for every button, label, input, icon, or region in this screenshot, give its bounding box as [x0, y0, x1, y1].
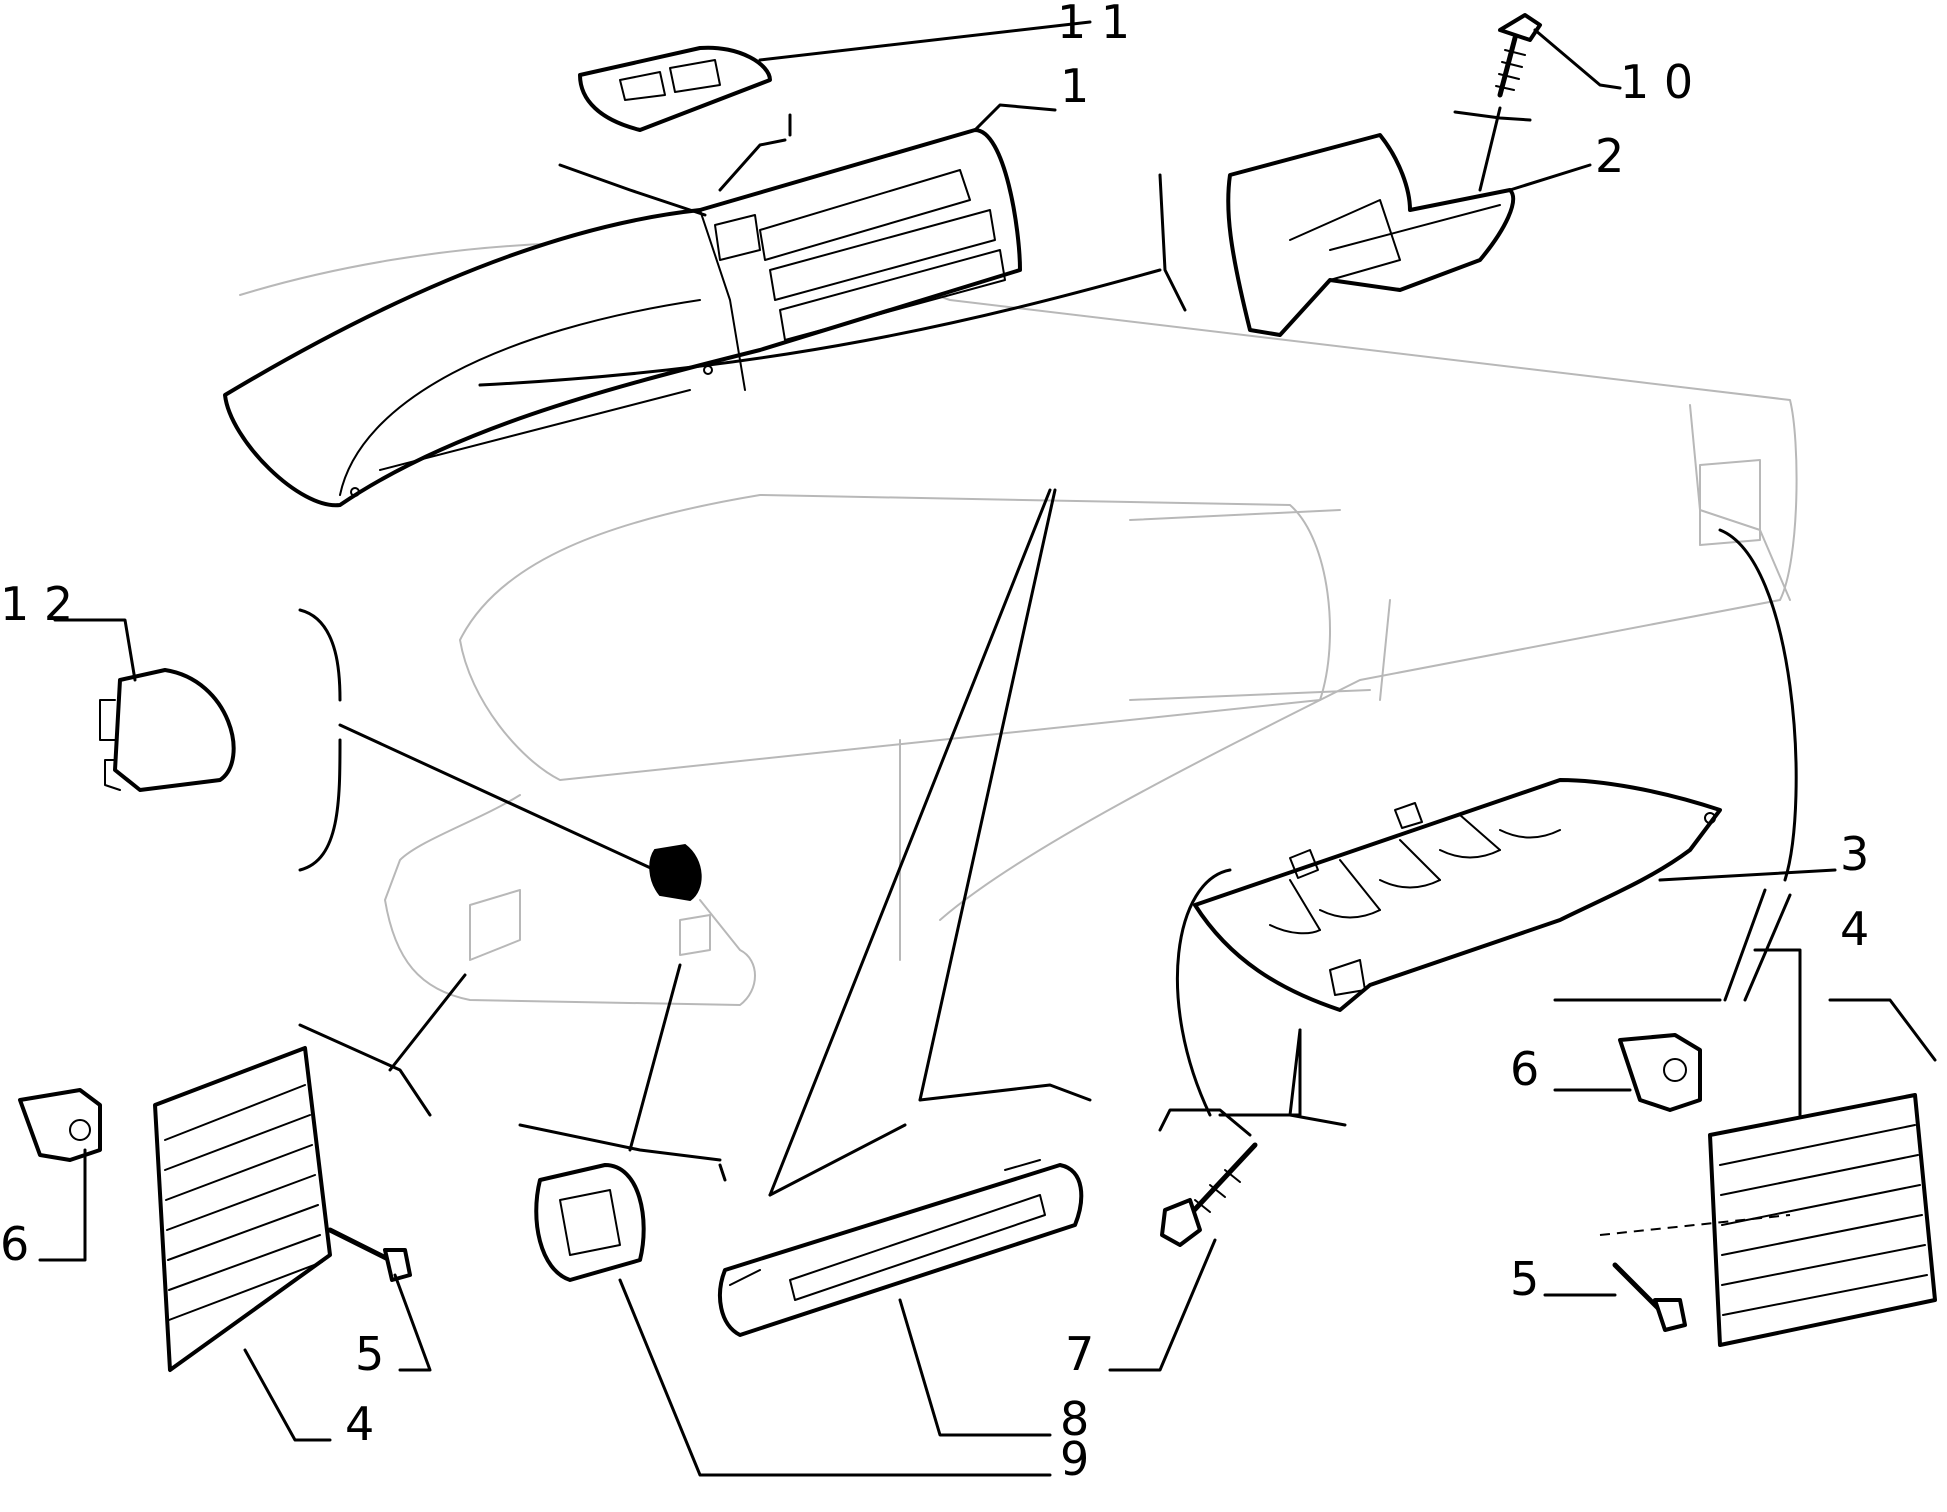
square-cover-part — [534, 1163, 646, 1282]
grille-right-part — [1708, 1093, 1937, 1347]
bracket-part — [1226, 133, 1516, 337]
callout-6-left: 6 — [0, 1217, 29, 1271]
clip-left-part — [18, 1088, 102, 1162]
trim-bezel-part — [578, 45, 772, 132]
switch-cover-part — [99, 668, 236, 792]
callout-3: 3 — [1840, 827, 1869, 881]
screw-self-tapping-part — [1160, 1142, 1258, 1247]
grille-left-part — [153, 1046, 332, 1372]
callout-12: 1 2 — [0, 577, 73, 631]
callout-1: 1 — [1060, 59, 1089, 113]
callout-5-right: 5 — [1510, 1252, 1539, 1306]
vent-strip-part — [718, 1159, 1084, 1337]
callout-4-right: 4 — [1840, 902, 1869, 956]
callout-9: 9 — [1060, 1432, 1089, 1486]
callout-6-right: 6 — [1510, 1042, 1539, 1096]
leader-lines — [38, 20, 1937, 1477]
callout-4-left: 4 — [345, 1397, 374, 1451]
callout-8: 8 — [1060, 1392, 1089, 1446]
screw-right-part — [1612, 1262, 1687, 1332]
screw-top-part — [1495, 13, 1542, 98]
side-vent-part — [1193, 778, 1722, 1012]
callout-10: 1 0 — [1620, 55, 1693, 109]
grille-right-leader — [1599, 1214, 1791, 1236]
callout-7: 7 — [1065, 1327, 1094, 1381]
callout-11: 1 1 — [1057, 0, 1130, 49]
dashboard-outline — [239, 241, 1798, 1006]
callout-5-left: 5 — [355, 1327, 384, 1381]
screw-left-part — [327, 1227, 412, 1282]
callout-2: 2 — [1595, 129, 1624, 183]
switch-connector-part — [649, 843, 702, 902]
clip-right-part — [1618, 1033, 1702, 1112]
